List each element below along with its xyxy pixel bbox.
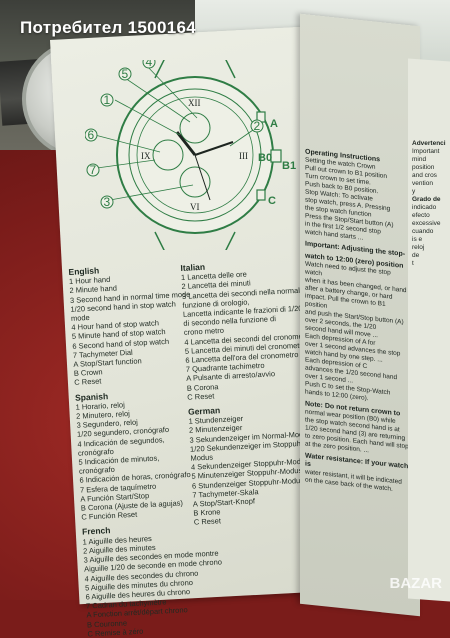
far-line: and cros xyxy=(412,172,437,179)
far-column-text: Advertenci Important mind position and c… xyxy=(412,140,450,268)
far-line: position xyxy=(412,164,435,171)
seller-watermark: Потребител 1500164 xyxy=(20,18,196,37)
language-column-middle: Italian 1 Lancetta delle ore 2 Lancetta … xyxy=(180,251,319,527)
far-line: de xyxy=(412,252,420,259)
label-a: A xyxy=(270,118,278,130)
callout-circle-6 xyxy=(84,128,98,142)
callout-line-7 xyxy=(96,159,156,169)
far-line: mind xyxy=(412,156,427,163)
callout-6: 6 xyxy=(88,128,95,142)
far-line: reloj xyxy=(412,244,425,251)
far-line: t xyxy=(412,260,414,267)
callout-line-6 xyxy=(94,134,161,153)
callout-1: 1 xyxy=(104,93,111,107)
far-line: Advertenci xyxy=(412,140,446,147)
numeral-ix: IX xyxy=(141,151,151,161)
far-line: is e xyxy=(412,236,423,243)
hour-hand xyxy=(175,131,197,156)
far-line: cuando xyxy=(412,228,434,235)
callout-line-4 xyxy=(144,63,198,119)
far-line: excessive xyxy=(412,220,441,227)
callout-2: 2 xyxy=(254,119,261,133)
strap-bottom-outline xyxy=(154,231,236,253)
far-line: efecto xyxy=(412,212,430,219)
label-c: C xyxy=(268,195,276,207)
callout-circle-1 xyxy=(100,93,114,107)
callout-4: 4 xyxy=(146,60,153,69)
crown xyxy=(270,149,282,163)
strap-top-outline xyxy=(154,57,236,79)
site-watermark: BAZAR xyxy=(389,575,443,592)
subdial-left xyxy=(152,139,184,171)
far-line: Important xyxy=(412,148,440,155)
callout-circle-2 xyxy=(250,119,264,133)
callout-7: 7 xyxy=(90,163,97,177)
label-b0: B0 xyxy=(258,152,273,164)
dial-outline xyxy=(136,96,254,214)
far-line: indicado xyxy=(412,204,437,211)
callout-line-3 xyxy=(109,184,194,201)
numeral-iii: III xyxy=(239,151,248,161)
callout-circle-5 xyxy=(118,67,132,81)
tachymeter-ring xyxy=(128,88,262,222)
callout-5: 5 xyxy=(122,67,129,81)
callout-line-1 xyxy=(114,99,181,136)
watch-diagram-svg: 5 4 1 6 7 3 2 XII III VI IX xyxy=(84,55,282,253)
callout-circle-3 xyxy=(100,195,114,209)
operating-instructions: Operating Instructions Setting the watch… xyxy=(305,145,409,496)
pusher-c xyxy=(256,189,266,201)
numeral-xii: XII xyxy=(188,98,201,108)
second-hand xyxy=(194,154,211,201)
subdial-top xyxy=(179,112,211,144)
minute-hand xyxy=(194,141,234,156)
far-line: Grado de xyxy=(412,196,441,203)
callout-3: 3 xyxy=(104,195,111,209)
far-line: y xyxy=(412,188,416,195)
callout-line-2 xyxy=(229,129,254,147)
numeral-vi: VI xyxy=(190,202,200,212)
callout-circle-7 xyxy=(86,163,100,177)
subdial-bottom xyxy=(179,166,211,198)
label-b1: B1 xyxy=(282,160,297,172)
far-line: vention xyxy=(412,180,433,187)
callout-line-5 xyxy=(124,77,191,123)
watch-diagram: 5 4 1 6 7 3 2 XII III VI IX xyxy=(84,55,285,253)
